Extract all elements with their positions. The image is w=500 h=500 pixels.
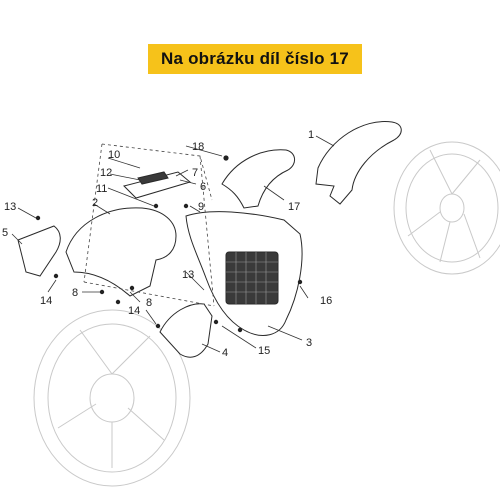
callout-11: 11	[96, 183, 107, 195]
callout-13-left: 13	[4, 201, 16, 213]
callout-2: 1	[308, 129, 314, 141]
callout-13-center: 13	[182, 269, 194, 281]
callout-1: 2	[92, 197, 98, 209]
part-12-clip	[137, 171, 169, 185]
callout-18: 18	[192, 141, 204, 153]
callout-8-left: 8	[72, 287, 78, 299]
callout-16: 16	[320, 295, 332, 307]
callout-5: 5	[2, 227, 8, 239]
fasteners	[35, 155, 303, 333]
part-4-lower-cover	[159, 303, 213, 358]
part-2-rear-mudguard	[315, 121, 402, 205]
callout-9: 9	[198, 201, 204, 213]
part-17-splash-guard	[221, 149, 295, 209]
leader-lines	[11, 135, 335, 353]
callout-17: 17	[288, 201, 300, 213]
part-3-grille	[225, 251, 279, 305]
callout-3: 3	[306, 337, 312, 349]
callout-12: 12	[100, 167, 112, 179]
callout-14-center: 14	[128, 305, 140, 317]
callout-4: 4	[222, 347, 228, 359]
part-5-fork-cover	[17, 225, 61, 277]
callout-10: 10	[108, 149, 120, 161]
callout-6: 6	[200, 181, 206, 193]
callout-7: 7	[192, 167, 198, 179]
callout-15: 15	[258, 345, 270, 357]
assembly-dashed-outline	[83, 143, 215, 307]
part-1-front-mudguard	[65, 207, 177, 297]
callout-14-left: 14	[40, 295, 52, 307]
rear-wheel	[393, 141, 500, 275]
callout-8-right: 8	[146, 297, 152, 309]
part-number-banner: Na obrázku díl číslo 17	[148, 44, 362, 74]
front-wheel	[33, 309, 191, 487]
